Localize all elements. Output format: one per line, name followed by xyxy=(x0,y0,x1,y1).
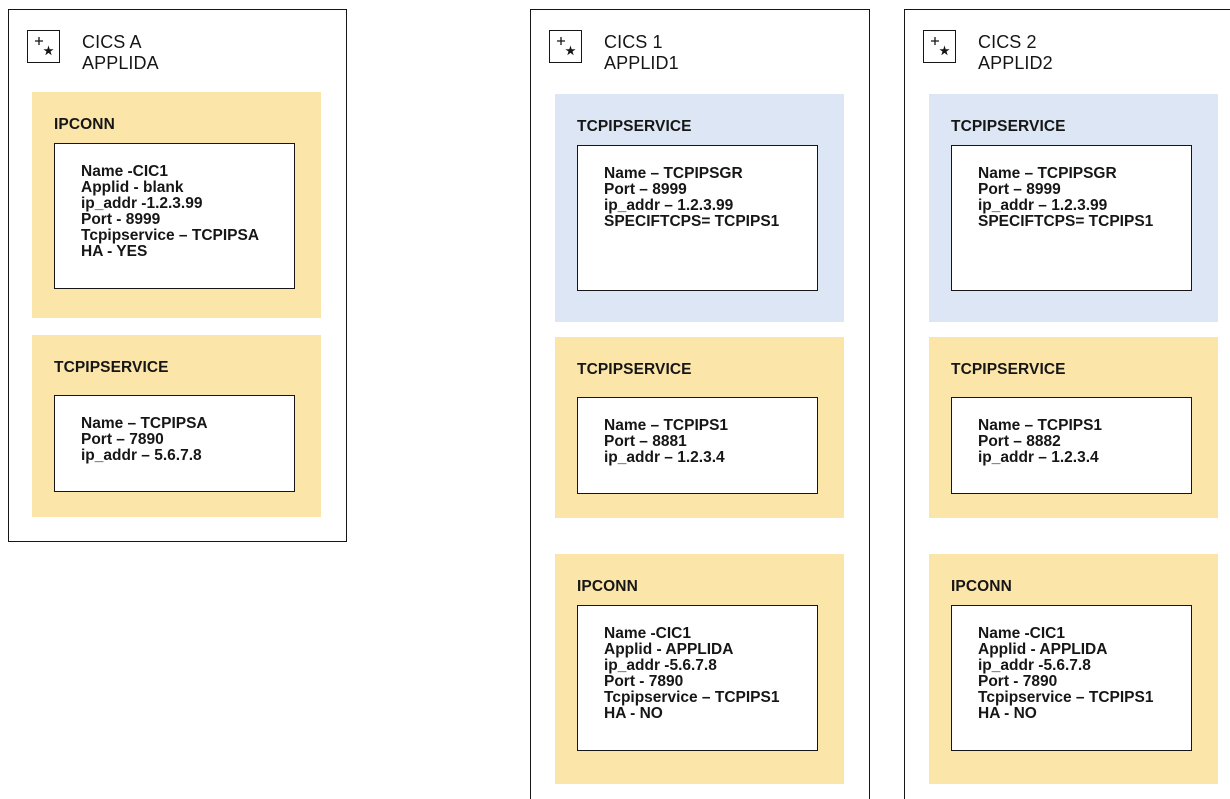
card-line: Name – TCPIPS1 xyxy=(978,417,1103,434)
card-line: SPECIFTCPS= TCPIPS1 xyxy=(978,213,1154,230)
resource-card: Name – TCPIPSGR Port – 8999 ip_addr – 1.… xyxy=(577,145,818,291)
card-line: Port - 7890 xyxy=(978,673,1058,690)
card-line: HA - YES xyxy=(81,243,148,260)
region-title: CICS 1 APPLID1 xyxy=(604,32,679,74)
tcpipservice-panel: TCPIPSERVICE Name – TCPIPSGR Port – 8999… xyxy=(929,94,1218,322)
card-line: Port – 8881 xyxy=(604,433,687,450)
card-line: ip_addr – 1.2.3.99 xyxy=(604,197,734,214)
card-line: Applid - blank xyxy=(81,179,184,196)
card-line: ip_addr – 1.2.3.99 xyxy=(978,197,1108,214)
region-cics-a: CICS A APPLIDA IPCONN Name -CIC1 Applid … xyxy=(8,9,347,542)
region-applid: APPLID1 xyxy=(604,53,679,73)
card-line: ip_addr -5.6.7.8 xyxy=(604,657,717,674)
card-line: Port – 7890 xyxy=(81,431,164,448)
card-line: Applid - APPLIDA xyxy=(604,641,734,658)
card-line: Name – TCPIPSA xyxy=(81,415,208,432)
card-line: HA - NO xyxy=(604,705,663,722)
card-line: Applid - APPLIDA xyxy=(978,641,1108,658)
card-line: Name -CIC1 xyxy=(81,163,168,180)
card-line: Port - 7890 xyxy=(604,673,684,690)
tcpipservice-panel: TCPIPSERVICE Name – TCPIPS1 Port – 8882 … xyxy=(929,337,1218,518)
resource-card: Name – TCPIPSGR Port – 8999 ip_addr – 1.… xyxy=(951,145,1192,291)
region-name: CICS 2 xyxy=(978,32,1037,52)
resource-card: Name -CIC1 Applid - blank ip_addr -1.2.3… xyxy=(54,143,295,289)
tcpipservice-panel: TCPIPSERVICE Name – TCPIPSA Port – 7890 … xyxy=(32,335,321,517)
tcpipservice-panel: TCPIPSERVICE Name – TCPIPSGR Port – 8999… xyxy=(555,94,844,322)
card-line: Tcpipservice – TCPIPS1 xyxy=(604,689,780,706)
region-cics-2: CICS 2 APPLID2 TCPIPSERVICE Name – TCPIP… xyxy=(904,9,1230,799)
panel-label: IPCONN xyxy=(54,116,115,133)
card-line: ip_addr – 5.6.7.8 xyxy=(81,447,202,464)
plus-star-icon xyxy=(27,30,60,63)
card-line: Name -CIC1 xyxy=(978,625,1065,642)
card-line: ip_addr -1.2.3.99 xyxy=(81,195,203,212)
card-line: Port – 8999 xyxy=(978,181,1061,198)
card-line: HA - NO xyxy=(978,705,1037,722)
card-line: Port - 8999 xyxy=(81,211,161,228)
card-line: ip_addr – 1.2.3.4 xyxy=(604,449,725,466)
panel-label: TCPIPSERVICE xyxy=(577,118,692,135)
resource-card: Name – TCPIPS1 Port – 8881 ip_addr – 1.2… xyxy=(577,397,818,494)
region-applid: APPLIDA xyxy=(82,53,159,73)
ipconn-panel: IPCONN Name -CIC1 Applid - blank ip_addr… xyxy=(32,92,321,318)
card-line: Port – 8882 xyxy=(978,433,1061,450)
plus-star-icon xyxy=(923,30,956,63)
region-name: CICS 1 xyxy=(604,32,663,52)
panel-label: TCPIPSERVICE xyxy=(577,361,692,378)
card-line: Name – TCPIPSGR xyxy=(604,165,743,182)
resource-card: Name -CIC1 Applid - APPLIDA ip_addr -5.6… xyxy=(951,605,1192,751)
region-name: CICS A xyxy=(82,32,142,52)
panel-label: TCPIPSERVICE xyxy=(951,361,1066,378)
region-title: CICS 2 APPLID2 xyxy=(978,32,1053,74)
resource-card: Name – TCPIPSA Port – 7890 ip_addr – 5.6… xyxy=(54,395,295,492)
resource-card: Name -CIC1 Applid - APPLIDA ip_addr -5.6… xyxy=(577,605,818,751)
card-line: Name -CIC1 xyxy=(604,625,691,642)
card-line: Tcpipservice – TCPIPS1 xyxy=(978,689,1154,706)
card-line: Name – TCPIPSGR xyxy=(978,165,1117,182)
card-line: Port – 8999 xyxy=(604,181,687,198)
plus-star-icon xyxy=(549,30,582,63)
panel-label: IPCONN xyxy=(951,578,1012,595)
card-line: Tcpipservice – TCPIPSA xyxy=(81,227,260,244)
region-cics-1: CICS 1 APPLID1 TCPIPSERVICE Name – TCPIP… xyxy=(530,9,870,799)
tcpipservice-panel: TCPIPSERVICE Name – TCPIPS1 Port – 8881 … xyxy=(555,337,844,518)
resource-card: Name – TCPIPS1 Port – 8882 ip_addr – 1.2… xyxy=(951,397,1192,494)
region-applid: APPLID2 xyxy=(978,53,1053,73)
panel-label: IPCONN xyxy=(577,578,638,595)
card-line: SPECIFTCPS= TCPIPS1 xyxy=(604,213,780,230)
card-line: ip_addr -5.6.7.8 xyxy=(978,657,1091,674)
ipconn-panel: IPCONN Name -CIC1 Applid - APPLIDA ip_ad… xyxy=(555,554,844,784)
card-line: Name – TCPIPS1 xyxy=(604,417,729,434)
card-line: ip_addr – 1.2.3.4 xyxy=(978,449,1099,466)
region-title: CICS A APPLIDA xyxy=(82,32,159,74)
panel-label: TCPIPSERVICE xyxy=(54,359,169,376)
panel-label: TCPIPSERVICE xyxy=(951,118,1066,135)
ipconn-panel: IPCONN Name -CIC1 Applid - APPLIDA ip_ad… xyxy=(929,554,1218,784)
